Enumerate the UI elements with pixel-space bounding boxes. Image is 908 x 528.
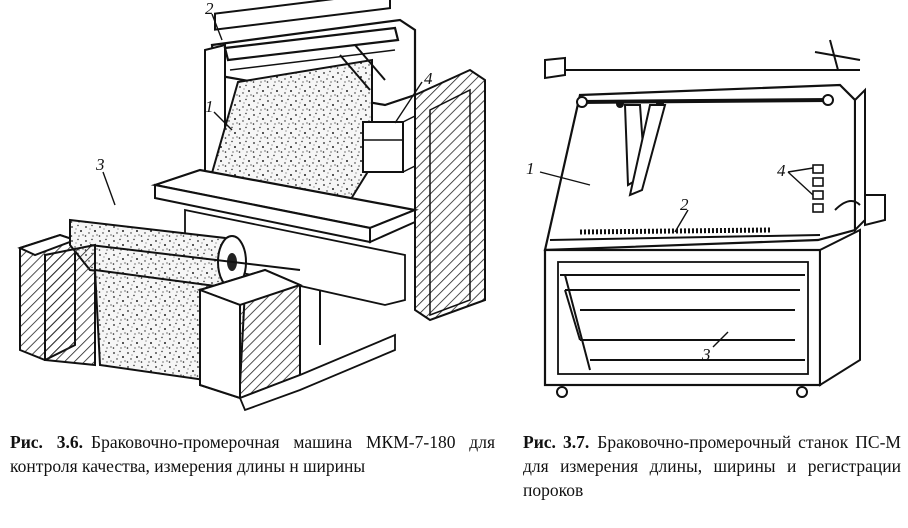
caption-text: Браковочно-промерочный станок ПС-М для и…: [523, 432, 901, 500]
figure-caption-3-6: Рис. 3.6.Браковочно-промерочная машина М…: [10, 430, 495, 478]
callout-2: 2: [680, 195, 689, 214]
figure-caption-3-7: Рис. 3.7.Браковочно-промерочный станок П…: [523, 430, 901, 502]
machine-ps-m-drawing: [539, 39, 886, 398]
caption-text: Браковочно-промерочная машина МКМ-7-180 …: [10, 432, 495, 476]
callout-2: 2: [205, 0, 214, 18]
callout-3: 3: [702, 345, 711, 364]
caption-number: Рис. 3.6.: [10, 432, 84, 452]
callout-1: 1: [526, 159, 535, 178]
callout-3: 3: [96, 155, 105, 174]
machine-mkm-drawing: [17, 0, 486, 412]
callout-4: 4: [777, 161, 786, 180]
callout-1: 1: [205, 97, 214, 116]
figure-3-6: 2 1 4 3: [0, 0, 500, 425]
caption-number: Рис. 3.7.: [523, 432, 590, 452]
figure-3-7: 1 2 4 3: [520, 0, 908, 425]
callout-4: 4: [424, 69, 433, 88]
